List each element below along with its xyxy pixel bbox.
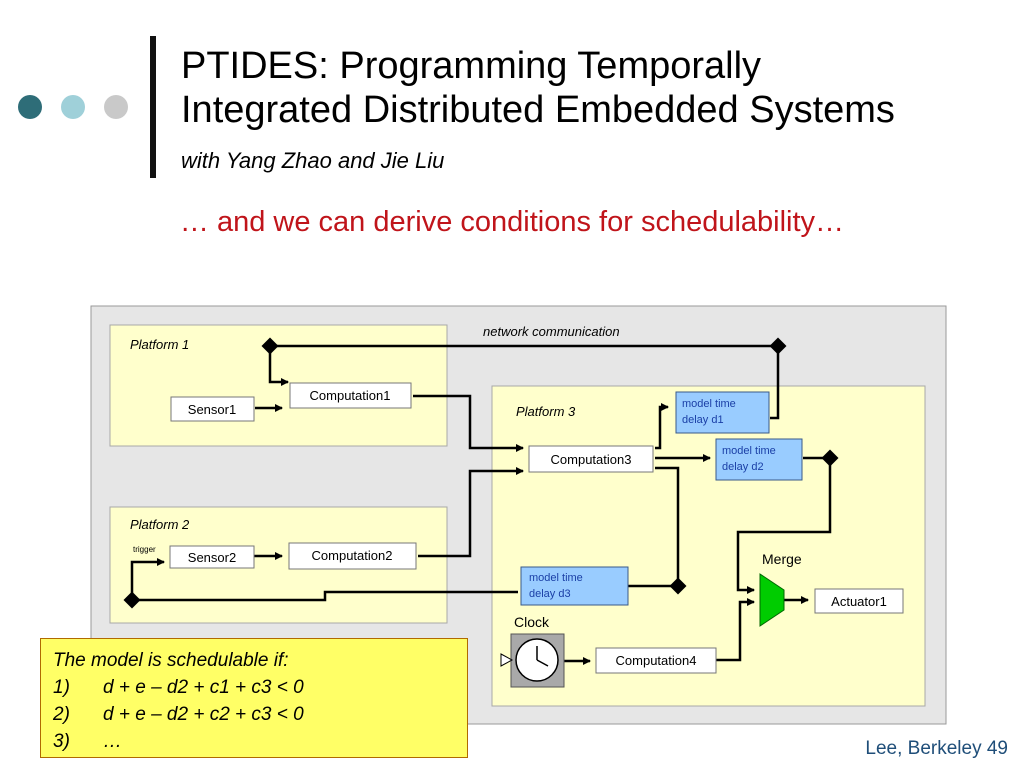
wire-comp1-comp3	[413, 394, 524, 452]
slide-subheading: … and we can derive conditions for sched…	[179, 206, 845, 238]
relay-net-left	[261, 337, 279, 355]
wire-comp2-comp3	[418, 467, 524, 558]
relay-d3	[669, 577, 687, 595]
delay-d3-line1: model time	[529, 572, 583, 584]
relays	[123, 337, 839, 609]
merge-icon	[759, 573, 785, 627]
computation2-label: Computation2	[312, 548, 393, 563]
title-line-1: PTIDES: Programming Temporally	[181, 45, 762, 87]
delay-d3-box	[520, 566, 629, 606]
relay-net-right	[769, 337, 787, 355]
condition-item: 1) d + e – d2 + c1 + c3 < 0	[53, 674, 455, 701]
sensor1-label: Sensor1	[188, 402, 236, 417]
computation1-label: Computation1	[310, 388, 391, 403]
platform-3-label: Platform 3	[516, 404, 576, 419]
condition-text: d + e – d2 + c2 + c3 < 0	[103, 704, 304, 725]
slide-subtitle: with Yang Zhao and Jie Liu	[181, 148, 445, 173]
wire-d3-sensor2	[130, 558, 518, 602]
delay-d1-line2: delay d1	[682, 414, 724, 426]
network-label: network communication	[483, 324, 620, 339]
condition-number: 3)	[53, 731, 70, 752]
delay-d2-line2: delay d2	[722, 461, 764, 473]
schedulability-conditions: The model is schedulable if: 1) d + e – …	[40, 638, 468, 758]
actors: Sensor1 Computation1 Sensor2 trigger Com…	[133, 382, 904, 674]
slide-title: PTIDES: Programming Temporally Integrate…	[181, 44, 895, 132]
relay-trigger	[123, 591, 141, 609]
platform-1-label: Platform 1	[130, 337, 189, 352]
computation1-box	[289, 382, 412, 409]
relay-d2	[821, 449, 839, 467]
decorative-dot-light	[61, 95, 85, 119]
computation4-label: Computation4	[616, 653, 697, 668]
computation4-box	[595, 647, 717, 674]
wire-comp4-merge	[716, 598, 755, 662]
wire-net-d1	[770, 346, 780, 420]
delay-d2-line1: model time	[722, 445, 776, 457]
decorative-dot-grey	[104, 95, 128, 119]
delays: model time delay d1 model time delay d2 …	[520, 391, 803, 606]
trigger-label: trigger	[133, 545, 156, 554]
computation3-label: Computation3	[551, 452, 632, 467]
condition-number: 1)	[53, 677, 70, 698]
wire-net-comp1	[268, 346, 289, 386]
merge-label: Merge	[762, 551, 802, 567]
conditions-intro: The model is schedulable if:	[53, 650, 289, 671]
title-line-2: Integrated Distributed Embedded Systems	[181, 89, 895, 131]
platform-2-label: Platform 2	[130, 517, 190, 532]
delay-d3-line2: delay d3	[529, 588, 571, 600]
wire-comp3-d1	[655, 403, 669, 450]
sensor1-box	[170, 396, 255, 422]
condition-item: 3) …	[53, 728, 455, 755]
sensor2-box	[169, 545, 255, 569]
computation3-box	[528, 445, 654, 473]
actuator1-box	[814, 588, 904, 614]
condition-item: 2) d + e – d2 + c2 + c3 < 0	[53, 701, 455, 728]
clock-label: Clock	[514, 614, 550, 630]
delay-d1-line1: model time	[682, 398, 736, 410]
wire-comp3-d3-up	[655, 466, 680, 586]
delay-d2-box	[715, 438, 803, 481]
sensor2-label: Sensor2	[188, 550, 236, 565]
computation2-box	[288, 542, 417, 570]
delay-d1-box	[675, 391, 770, 434]
connections	[130, 344, 832, 665]
actuator1-label: Actuator1	[831, 594, 887, 609]
clock-icon	[500, 633, 565, 688]
condition-text: d + e – d2 + c1 + c3 < 0	[103, 677, 304, 698]
condition-text: …	[103, 731, 122, 752]
decorative-dot-dark	[18, 95, 42, 119]
condition-number: 2)	[53, 704, 70, 725]
slide-footer: Lee, Berkeley 49	[865, 738, 1008, 759]
title-divider	[150, 36, 156, 178]
